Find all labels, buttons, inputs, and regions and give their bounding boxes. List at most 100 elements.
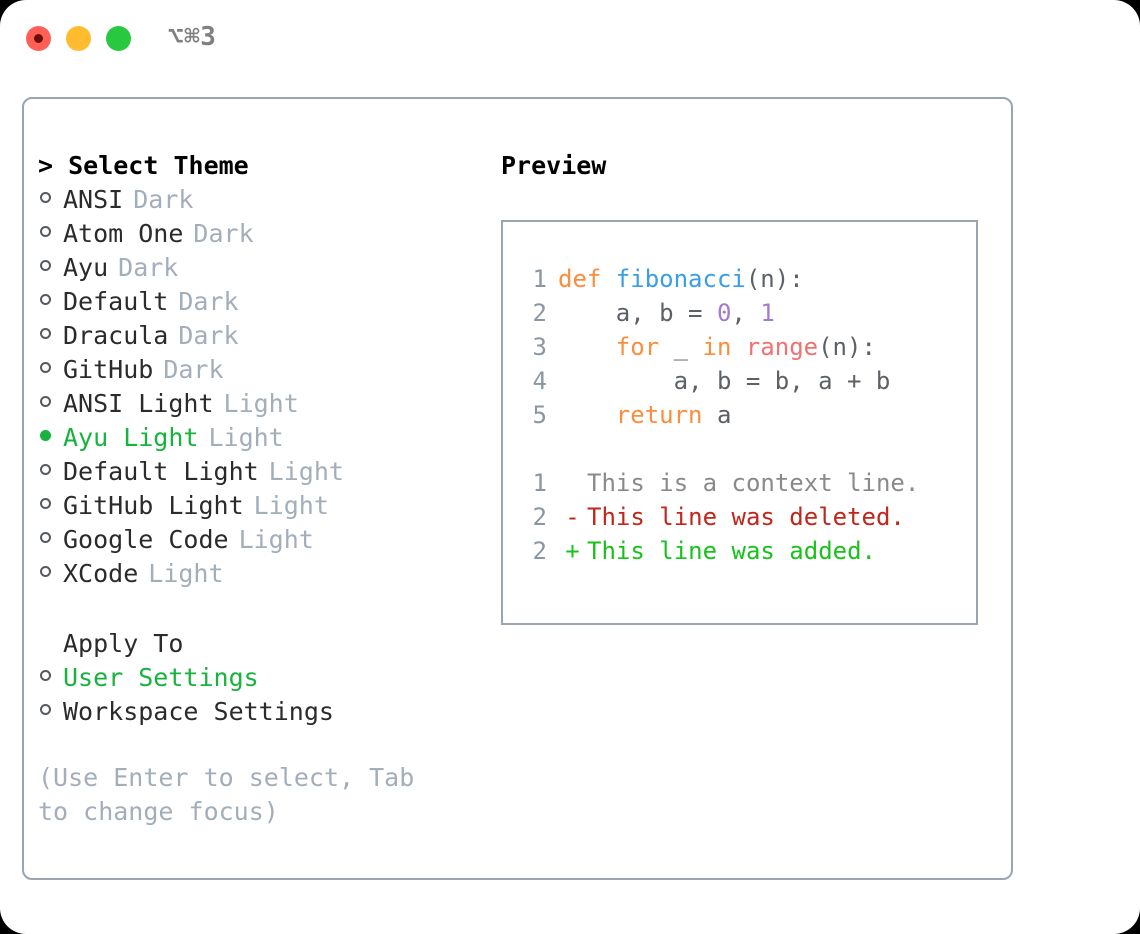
code-line-number: 2 bbox=[532, 299, 547, 327]
theme-list-item[interactable]: ANSI Dark bbox=[38, 183, 488, 217]
theme-name-label: XCode bbox=[63, 559, 139, 588]
code-token-function: fibonacci bbox=[615, 265, 746, 293]
code-line-text: return a bbox=[558, 398, 732, 432]
preview-spacer bbox=[517, 432, 970, 466]
diff-line-text: This line was added. bbox=[587, 537, 876, 565]
theme-variant-tag: Light bbox=[268, 457, 344, 486]
code-line: 3 for _ in range(n): bbox=[517, 330, 970, 364]
theme-variant-tag: Dark bbox=[118, 253, 179, 282]
code-token-keyword: for bbox=[558, 333, 674, 361]
theme-list-item[interactable]: GitHub Light Light bbox=[38, 489, 488, 523]
theme-variant-tag: Light bbox=[238, 525, 314, 554]
theme-name-label: Google Code bbox=[63, 525, 229, 554]
keyboard-hint-text: (Use Enter to select, Tab to change focu… bbox=[38, 763, 430, 826]
apply-to-option[interactable]: Workspace Settings bbox=[38, 695, 488, 729]
theme-name-label: GitHub bbox=[63, 355, 154, 384]
code-token-plain: (n): bbox=[745, 265, 804, 293]
code-line: 2 a, b = 0, 1 bbox=[517, 296, 970, 330]
theme-variant-tag: Dark bbox=[133, 185, 194, 214]
theme-variant-tag: Dark bbox=[163, 355, 224, 384]
apply-to-header: Apply To bbox=[63, 629, 184, 658]
apply-to-label: User Settings bbox=[63, 663, 259, 692]
preview-header: Preview bbox=[501, 151, 607, 180]
code-line-number: 5 bbox=[532, 401, 547, 429]
code-line-text: a, b = b, a + b bbox=[558, 364, 891, 398]
code-line-number: 1 bbox=[532, 265, 547, 293]
code-line: 4 a, b = b, a + b bbox=[517, 364, 970, 398]
code-token-keyword: in bbox=[702, 333, 746, 361]
code-token-plain: a bbox=[716, 401, 732, 429]
diff-line-number: 1 bbox=[532, 469, 547, 497]
code-token-plain: _ bbox=[673, 333, 703, 361]
code-token-number: 1 bbox=[760, 299, 775, 327]
code-line-text: def fibonacci(n): bbox=[558, 262, 804, 296]
theme-list-item[interactable]: Google Code Light bbox=[38, 523, 488, 557]
diff-sample-block: 1 This is a context line. 2-This line was… bbox=[517, 466, 970, 568]
close-window-button[interactable] bbox=[26, 26, 51, 51]
code-token-plain: a, b = b, a + b bbox=[558, 367, 891, 395]
code-token-keyword: def bbox=[558, 265, 616, 293]
code-line-number: 4 bbox=[532, 367, 547, 395]
apply-to-option[interactable]: User Settings bbox=[38, 661, 488, 695]
theme-variant-tag: Dark bbox=[178, 287, 239, 316]
code-token-plain: a, b = bbox=[558, 299, 717, 327]
title-bar: ⌥⌘3 bbox=[0, 0, 1140, 78]
code-token-builtin: range bbox=[745, 333, 819, 361]
theme-list-item[interactable]: XCode Light bbox=[38, 557, 488, 591]
code-token-plain: , bbox=[731, 299, 761, 327]
theme-variant-tag: Light bbox=[223, 389, 299, 418]
theme-name-label: Atom One bbox=[63, 219, 184, 248]
code-token-plain: (n): bbox=[818, 333, 876, 361]
diff-line-text: This is a context line. bbox=[587, 469, 920, 497]
keyboard-shortcut-label: ⌥⌘3 bbox=[168, 22, 217, 52]
theme-list-item[interactable]: Default Light Light bbox=[38, 455, 488, 489]
diff-line: 2 +This line was added. bbox=[517, 534, 970, 568]
maximize-window-button[interactable] bbox=[106, 26, 131, 51]
theme-name-label: ANSI bbox=[63, 185, 124, 214]
code-token-keyword: return bbox=[558, 401, 717, 429]
theme-variant-tag: Light bbox=[253, 491, 329, 520]
theme-variant-tag: Dark bbox=[178, 321, 239, 350]
diff-line: 2-This line was deleted. bbox=[517, 500, 970, 534]
code-line-text: for _ in range(n): bbox=[558, 330, 876, 364]
code-line-number: 3 bbox=[532, 333, 547, 361]
diff-marker: - bbox=[565, 503, 580, 531]
theme-variant-tag: Light bbox=[208, 423, 284, 452]
theme-variant-tag: Dark bbox=[193, 219, 254, 248]
select-theme-header: > Select Theme bbox=[38, 151, 249, 180]
theme-list-item[interactable]: Atom One Dark bbox=[38, 217, 488, 251]
theme-name-label: GitHub Light bbox=[63, 491, 244, 520]
theme-name-label: Default Light bbox=[63, 457, 259, 486]
diff-marker bbox=[558, 466, 587, 500]
theme-variant-tag: Light bbox=[148, 559, 224, 588]
theme-list-item[interactable]: GitHub Dark bbox=[38, 353, 488, 387]
code-line: 5 return a bbox=[517, 398, 970, 432]
diff-line-number: 2 bbox=[532, 537, 547, 565]
theme-list-item[interactable]: Default Dark bbox=[38, 285, 488, 319]
diff-line-number: 2 bbox=[532, 503, 547, 531]
minimize-window-button[interactable] bbox=[66, 26, 91, 51]
theme-name-label: Ayu bbox=[63, 253, 109, 282]
code-line: 1 def fibonacci(n): bbox=[517, 262, 970, 296]
theme-list-item[interactable]: Ayu Dark bbox=[38, 251, 488, 285]
code-line-text: a, b = 0, 1 bbox=[558, 296, 775, 330]
theme-list-item[interactable]: ANSI Light Light bbox=[38, 387, 488, 421]
diff-marker: + bbox=[565, 537, 580, 565]
code-token-number: 0 bbox=[716, 299, 732, 327]
apply-to-label: Workspace Settings bbox=[63, 697, 334, 726]
theme-name-label: Default bbox=[63, 287, 169, 316]
theme-name-label: ANSI Light bbox=[63, 389, 214, 418]
diff-line-text: This line was deleted. bbox=[587, 503, 905, 531]
